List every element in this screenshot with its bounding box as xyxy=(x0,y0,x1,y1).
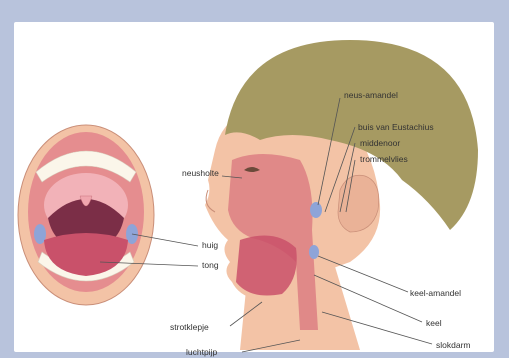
label-slokdarm: slokdarm xyxy=(436,340,470,350)
label-huig: huig xyxy=(202,240,218,250)
label-trommelvlies: trommelvlies xyxy=(360,154,408,164)
open-mouth-illustration xyxy=(18,125,154,305)
label-neusholte: neusholte xyxy=(182,168,219,178)
label-middenoor: middenoor xyxy=(360,138,400,148)
label-buis-van-eustachius: buis van Eustachius xyxy=(358,122,434,132)
label-luchtpijp: luchtpijp xyxy=(186,347,217,357)
label-neus-amandel: neus-amandel xyxy=(344,90,398,100)
label-keel: keel xyxy=(426,318,442,328)
head-profile-illustration xyxy=(205,40,478,350)
label-tong: tong xyxy=(202,260,219,270)
label-keel-amandel: keel-amandel xyxy=(410,288,461,298)
label-strotklepje: strotklepje xyxy=(170,322,209,332)
